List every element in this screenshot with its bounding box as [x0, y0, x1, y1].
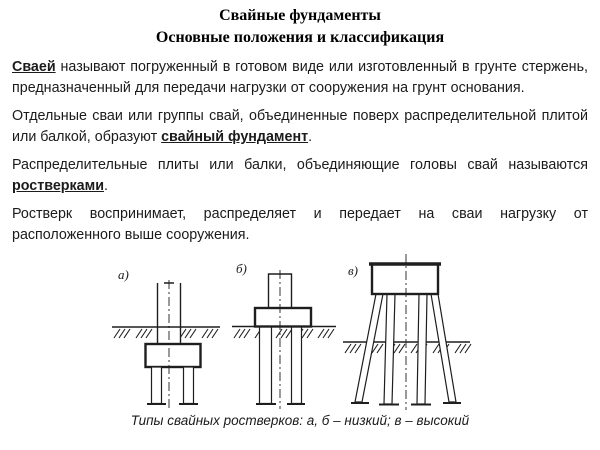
figure-grillage-types: а) б) в) Типы свайных ростверков: а, б –… [0, 246, 600, 429]
diagram-v-high-grillage [343, 254, 472, 410]
paragraph-post: . [104, 178, 108, 194]
figure-caption: Типы свайных ростверков: а, б – низкий; … [130, 413, 470, 428]
term-grillage: ростверками [12, 178, 104, 194]
paragraph-grillage-function: Ростверк воспринимает, распределяет и пе… [12, 204, 588, 246]
ground-hatch-b [233, 328, 335, 339]
vertical-piles-v [383, 293, 428, 405]
pile-foundation-diagram: а) б) в) [112, 254, 472, 410]
page-title: Свайные фундаменты [219, 7, 381, 24]
term-pile-foundation: свайный фундамент [161, 129, 309, 145]
body-text: Сваей называют погруженный в готовом вид… [12, 57, 588, 246]
header: Свайные фундаменты Основные положения и … [0, 0, 600, 49]
term-pile: Сваей [12, 59, 56, 75]
column-fill-a [158, 283, 180, 344]
figure-label-v: в) [348, 263, 358, 278]
figure-label-a: а) [118, 267, 129, 282]
piles-a [150, 366, 195, 405]
paragraph-pile-foundation: Отдельные сваи или группы свай, объедине… [12, 106, 588, 148]
paragraph-pile-definition: Сваей называют погруженный в готовом вид… [12, 57, 588, 99]
pile-feet-v [351, 402, 461, 406]
ground-hatch-v [344, 343, 472, 354]
paragraph-post: . [308, 129, 313, 145]
figure-label-b: б) [236, 261, 247, 276]
paragraph-pre: Распределительные плиты или балки, объед… [12, 157, 588, 173]
page-subtitle: Основные положения и классификация [155, 29, 445, 46]
pile-cap-v [370, 262, 440, 296]
battered-piles-v [354, 293, 457, 403]
pile-cap-b [253, 306, 313, 328]
diagram-a-low-grillage-buried [112, 280, 220, 408]
paragraph-pre: Ростверк воспринимает, распределяет и пе… [12, 206, 588, 243]
paragraph-pre: Отдельные сваи или группы свай, объедине… [12, 108, 588, 145]
pile-cap-a [144, 342, 202, 369]
diagram-b-low-grillage-surface [232, 270, 336, 409]
paragraph-grillage-definition: Распределительные плиты или балки, объед… [12, 155, 588, 197]
paragraph-post: называют погруженный в готовом виде или … [12, 59, 588, 96]
piles-b [258, 325, 303, 405]
